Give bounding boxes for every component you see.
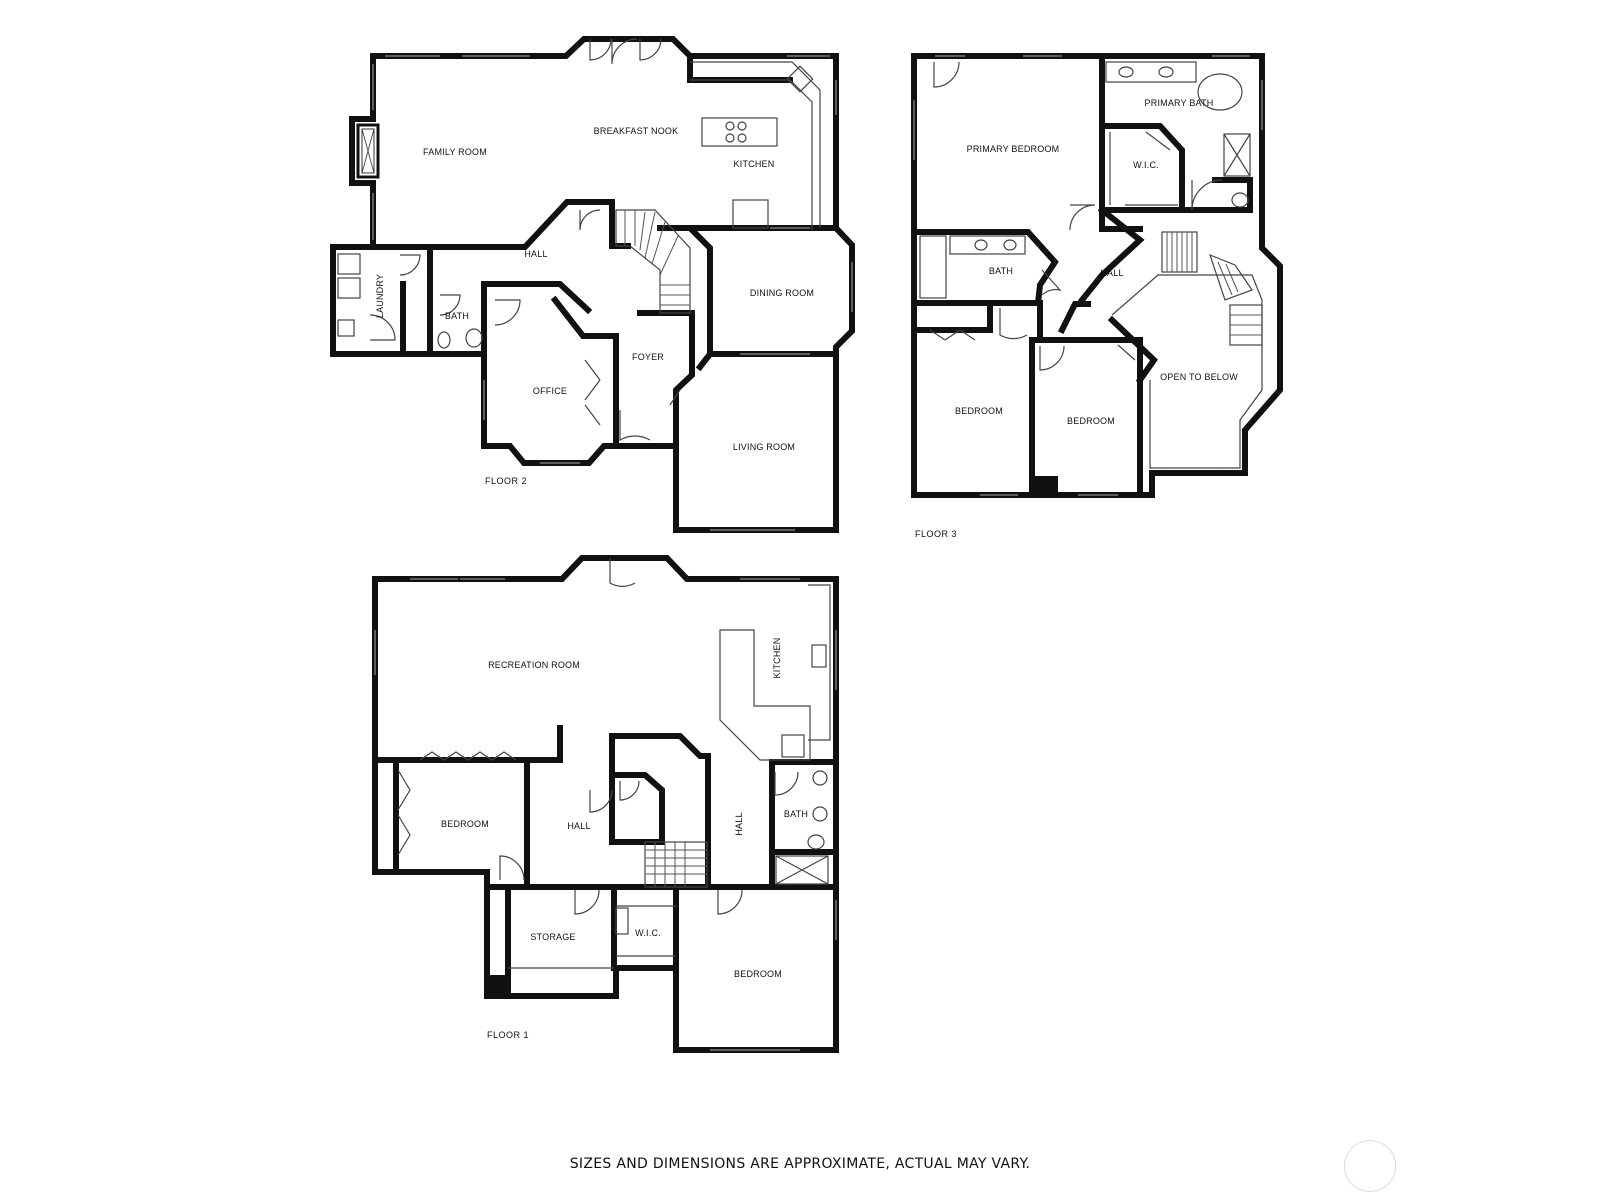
room-label-recreation-room: RECREATION ROOM <box>488 660 580 670</box>
room-label-laundry: LAUNDRY <box>375 273 385 319</box>
room-label-primary-bath: PRIMARY BATH <box>1144 98 1214 108</box>
room-label-foyer: FOYER <box>631 352 665 362</box>
room-label-dining-room: DINING ROOM <box>749 288 815 298</box>
room-label-wic-floor1: W.I.C. <box>635 928 661 938</box>
floor-1-plan <box>372 555 839 1053</box>
room-label-bedroom-floor3-middle: BEDROOM <box>1067 416 1115 426</box>
watermark-logo-icon <box>1344 1140 1396 1192</box>
room-label-hall-floor3: HALL <box>1100 268 1124 278</box>
room-label-hall: HALL <box>524 249 548 259</box>
room-label-kitchen-floor1: KITCHEN <box>772 637 782 679</box>
room-label-breakfast-nook: BREAKFAST NOOK <box>593 126 679 136</box>
floor-2-label: FLOOR 2 <box>485 476 528 486</box>
room-label-bedroom-floor1-left: BEDROOM <box>441 819 489 829</box>
room-label-storage: STORAGE <box>530 932 576 942</box>
room-label-primary-bedroom: PRIMARY BEDROOM <box>966 144 1060 154</box>
room-label-bath: BATH <box>444 311 470 321</box>
room-label-hall-floor1-vertical: HALL <box>734 812 744 836</box>
floor-3-label: FLOOR 3 <box>915 529 958 539</box>
floor-1-label: FLOOR 1 <box>487 1030 530 1040</box>
room-label-bath-floor3: BATH <box>988 266 1014 276</box>
floor-3-plan <box>911 53 1283 498</box>
room-label-hall-floor1: HALL <box>567 821 591 831</box>
room-label-bedroom-floor3-left: BEDROOM <box>955 406 1003 416</box>
room-label-bedroom-floor1-right: BEDROOM <box>734 969 782 979</box>
room-label-open-to-below: OPEN TO BELOW <box>1160 372 1238 382</box>
room-label-family-room: FAMILY ROOM <box>423 147 487 157</box>
room-label-living-room: LIVING ROOM <box>732 442 796 452</box>
room-label-office: OFFICE <box>532 386 568 396</box>
floor-2-plan <box>330 36 855 533</box>
room-label-kitchen: KITCHEN <box>733 159 775 169</box>
disclaimer-text: SIZES AND DIMENSIONS ARE APPROXIMATE, AC… <box>569 1156 1031 1172</box>
room-label-bath-floor1: BATH <box>783 809 809 819</box>
room-label-wic: W.I.C. <box>1133 160 1159 170</box>
